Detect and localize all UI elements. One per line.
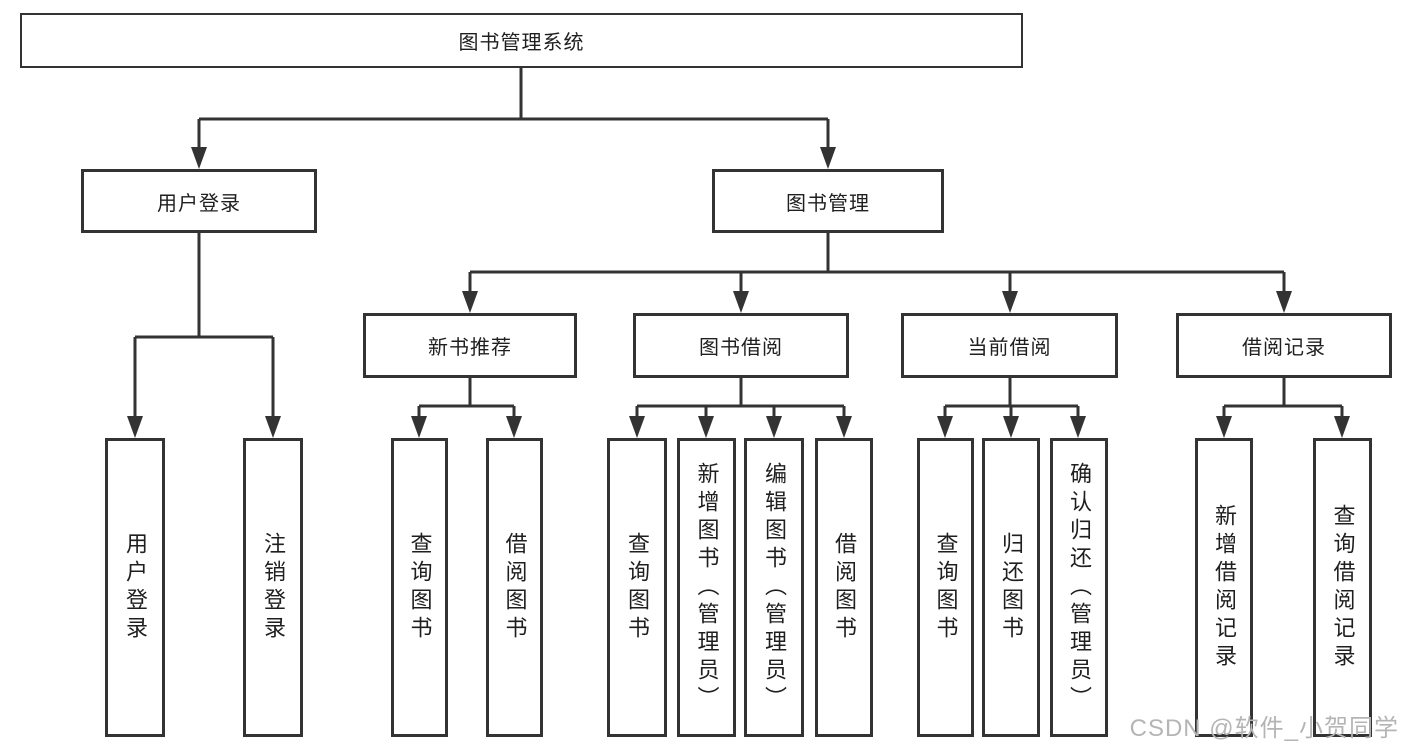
node-label: 新增借阅记录	[1212, 503, 1237, 672]
node-label: 确认归还（管理员）	[1067, 461, 1092, 714]
node-add-books-admin: 新增图书（管理员）	[677, 438, 736, 737]
node-book-borrowing: 图书借阅	[633, 313, 849, 378]
node-label: 查询图书	[407, 531, 433, 644]
node-label: 当前借阅	[967, 337, 1052, 359]
csdn-watermark: CSDN @软件_小贺同学	[1129, 715, 1399, 742]
node-logout: 注销登录	[243, 438, 303, 737]
node-query-books-recommend: 查询图书	[391, 438, 448, 737]
node-confirm-return-admin: 确认归还（管理员）	[1050, 438, 1108, 737]
node-label: 图书管理系统	[458, 32, 585, 54]
node-add-borrow-record: 新增借阅记录	[1195, 438, 1253, 737]
node-label: 用户登录	[157, 192, 241, 215]
node-user-login-leaf: 用户登录	[105, 438, 165, 737]
node-user-login: 用户登录	[81, 169, 317, 233]
node-borrowing-records: 借阅记录	[1176, 313, 1392, 378]
node-label: 图书管理	[786, 192, 870, 215]
node-book-management: 图书管理	[712, 169, 944, 233]
node-label: 查询图书	[625, 531, 650, 644]
node-label: 新书推荐	[428, 337, 512, 359]
node-label: 借阅记录	[1242, 337, 1326, 359]
node-label: 借阅图书	[502, 531, 528, 644]
node-label: 归还图书	[999, 531, 1024, 644]
node-label: 新增图书（管理员）	[694, 461, 720, 714]
node-library-management-system: 图书管理系统	[20, 13, 1023, 68]
node-label: 用户登录	[123, 531, 148, 644]
node-label: 借阅图书	[832, 531, 857, 644]
node-query-books-current: 查询图书	[917, 438, 974, 737]
node-new-book-recommendation: 新书推荐	[363, 313, 577, 378]
node-edit-books-admin: 编辑图书（管理员）	[744, 438, 804, 737]
node-label: 注销登录	[261, 531, 286, 644]
node-return-books: 归还图书	[982, 438, 1040, 737]
node-label: 查询借阅记录	[1330, 503, 1356, 672]
node-label: 编辑图书（管理员）	[762, 461, 787, 714]
node-current-borrowing: 当前借阅	[901, 313, 1118, 378]
node-borrow-books-recommend: 借阅图书	[486, 438, 543, 737]
node-borrow-books: 借阅图书	[815, 438, 873, 737]
node-query-borrow-record: 查询借阅记录	[1313, 438, 1372, 737]
node-label: 图书借阅	[699, 337, 783, 359]
node-label: 查询图书	[933, 531, 959, 644]
node-query-books-borrowing: 查询图书	[607, 438, 667, 737]
